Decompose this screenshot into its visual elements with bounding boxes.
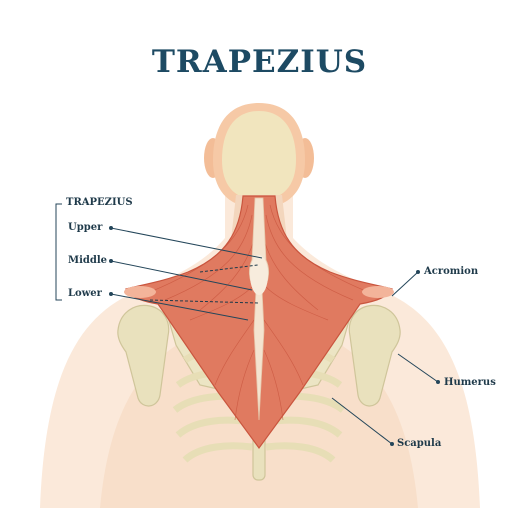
acromion-leader xyxy=(392,272,418,296)
tendon-diamond xyxy=(250,255,268,295)
head-inner xyxy=(222,111,296,200)
page-title: TRAPEZIUS xyxy=(0,44,519,80)
group-label: TRAPEZIUS xyxy=(66,197,133,208)
right-acromion-cap xyxy=(362,286,394,298)
lower-label: Lower xyxy=(68,288,102,299)
left-acromion-cap xyxy=(124,286,156,298)
acromion-label: Acromion xyxy=(424,266,478,277)
humerus-label: Humerus xyxy=(444,377,496,388)
bracket xyxy=(56,204,62,300)
scapula-label: Scapula xyxy=(397,438,441,449)
upper-label: Upper xyxy=(68,222,102,233)
middle-label: Middle xyxy=(68,255,107,266)
